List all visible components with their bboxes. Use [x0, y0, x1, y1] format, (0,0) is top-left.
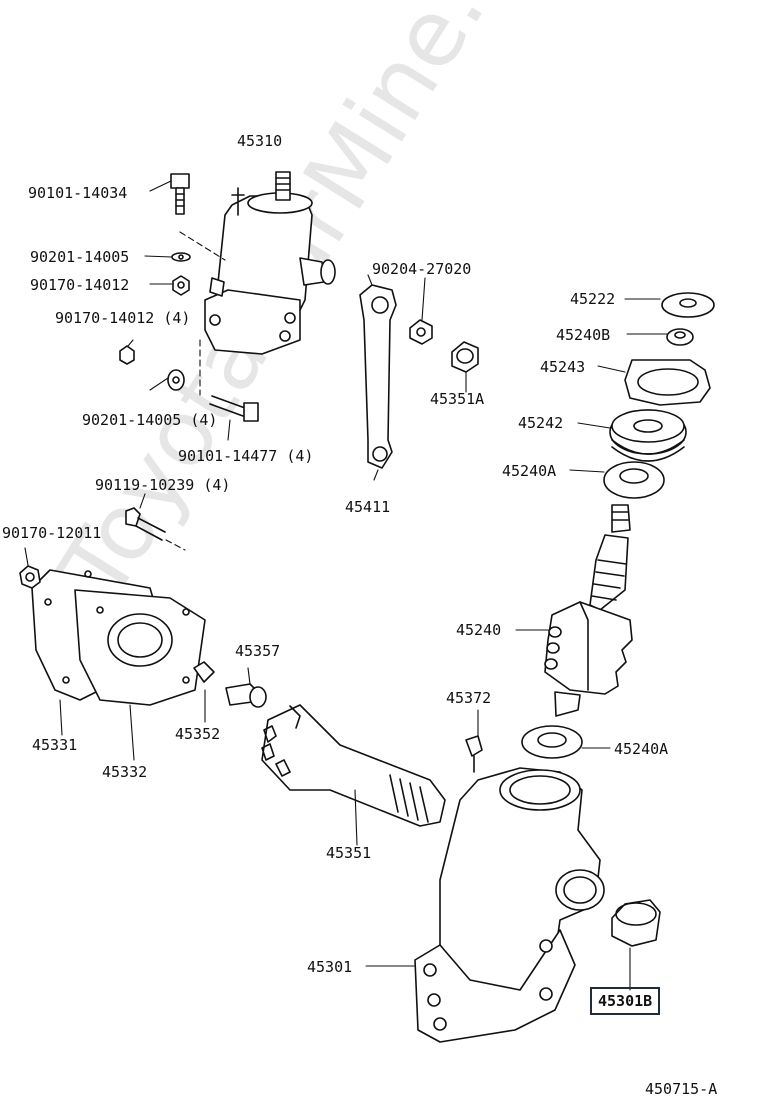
- label-45351A: 45351A: [430, 390, 485, 408]
- gear-housing-drawing: [365, 709, 661, 1043]
- label-45301B-highlighted[interactable]: 45301B: [590, 987, 661, 1015]
- label-45411: 45411: [345, 498, 391, 516]
- label-45243: 45243: [540, 358, 586, 376]
- label-45240A-top: 45240A: [502, 462, 557, 480]
- label-45357: 45357: [235, 642, 281, 660]
- upper-right-parts-stack: [569, 292, 715, 499]
- label-90170-12011: 90170-12011: [2, 524, 102, 542]
- label-45331: 45331: [32, 736, 78, 754]
- figure-code: 450715-A: [645, 1080, 718, 1098]
- label-45372: 45372: [446, 689, 492, 707]
- label-90101-14034: 90101-14034: [28, 184, 128, 202]
- label-90204-27020: 90204-27020: [372, 260, 472, 278]
- label-45222: 45222: [570, 290, 616, 308]
- worm-shaft-ball-nut-drawing: [515, 504, 633, 759]
- label-90170-14012-4: 90170-14012 (4): [55, 309, 191, 327]
- label-90119-10239-4: 90119-10239 (4): [95, 476, 231, 494]
- steering-gear-assembly-drawing: [204, 171, 336, 355]
- label-45240A-bottom: 45240A: [614, 740, 669, 758]
- label-45352: 45352: [175, 725, 221, 743]
- label-45351: 45351: [326, 844, 372, 862]
- label-90201-14005-4: 90201-14005 (4): [82, 411, 218, 429]
- label-90101-14477-4: 90101-14477 (4): [178, 447, 314, 465]
- pitman-arm-drawing: [359, 274, 479, 481]
- label-45332: 45332: [102, 763, 148, 781]
- label-45240: 45240: [456, 621, 502, 639]
- sector-shaft-drawing: [225, 667, 446, 846]
- label-45310: 45310: [237, 132, 283, 150]
- label-45240B: 45240B: [556, 326, 611, 344]
- label-45301: 45301: [307, 958, 353, 976]
- label-45242: 45242: [518, 414, 564, 432]
- upper-left-fasteners: [119, 173, 259, 441]
- left-housing-parts-drawing: [19, 493, 215, 761]
- label-90170-14012: 90170-14012: [30, 276, 130, 294]
- label-90201-14005: 90201-14005: [30, 248, 130, 266]
